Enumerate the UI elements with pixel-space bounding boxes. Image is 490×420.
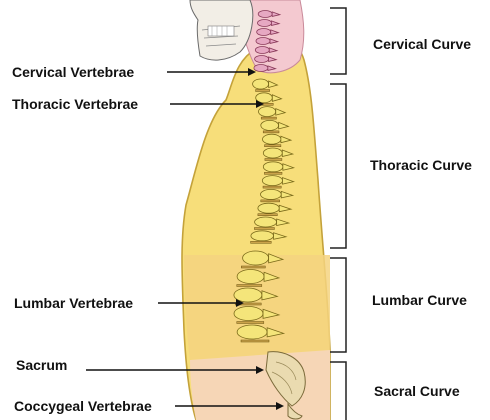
spinous-process — [281, 149, 295, 158]
arrow-coccygeal — [175, 402, 284, 410]
intervertebral-disc — [255, 89, 270, 92]
spinous-process — [263, 271, 281, 282]
spinous-process — [268, 80, 279, 89]
label-lumbar-curve: Lumbar Curve — [372, 292, 467, 308]
spinous-process — [273, 232, 288, 240]
spinous-process — [282, 163, 296, 171]
vertebra-body — [262, 133, 282, 145]
spinous-process — [282, 177, 296, 185]
intervertebral-disc — [250, 241, 272, 244]
spinous-process — [268, 47, 279, 53]
vertebra-body — [261, 175, 283, 187]
spinous-process — [280, 190, 295, 199]
bracket-lumbar — [330, 257, 347, 353]
intervertebral-disc — [236, 321, 265, 324]
vertebra-body — [260, 120, 280, 131]
vertebra-body — [254, 216, 278, 228]
vertebra-body — [262, 161, 284, 173]
intervertebral-disc — [262, 130, 280, 134]
skull-jaw — [189, 0, 254, 61]
sacrum-coccyx — [265, 351, 306, 420]
vertebra-body — [236, 324, 268, 340]
intervertebral-disc — [264, 172, 283, 175]
label-coccygeal-vertebrae: Coccygeal Vertebrae — [14, 398, 152, 414]
vertebra-body — [262, 147, 283, 159]
bracket-thoracic — [330, 83, 347, 249]
vertebra-body — [252, 78, 270, 90]
arrow-sacrum — [86, 366, 264, 374]
intervertebral-disc — [254, 227, 275, 230]
spinous-process — [280, 135, 293, 144]
vertebra-body — [236, 269, 265, 284]
label-arrows — [86, 68, 284, 410]
spinous-process — [262, 308, 281, 319]
arrow-thoracic — [170, 100, 264, 108]
vertebra-body — [256, 28, 272, 36]
label-sacrum: Sacrum — [16, 357, 67, 373]
bracket-cervical — [330, 7, 347, 75]
neck-region — [239, 0, 305, 74]
vertebra-body — [254, 46, 270, 54]
arrow-lumbar — [158, 299, 244, 307]
intervertebral-disc — [240, 339, 270, 343]
label-cervical-curve: Cervical Curve — [373, 36, 471, 52]
intervertebral-disc — [264, 158, 283, 161]
vertebra-body — [255, 37, 271, 45]
intervertebral-disc — [236, 284, 263, 287]
spinous-process — [276, 218, 291, 226]
spinous-process — [270, 29, 280, 35]
label-thoracic-curve: Thoracic Curve — [370, 157, 472, 173]
spinous-process — [278, 121, 290, 130]
spinous-process — [271, 20, 281, 26]
vertebra-body — [233, 287, 263, 303]
spinous-process — [275, 107, 287, 116]
vertebra-body — [242, 250, 270, 266]
spinous-process — [266, 327, 286, 338]
intervertebral-disc — [262, 185, 282, 189]
intervertebral-disc — [260, 116, 277, 120]
spinous-process — [278, 204, 293, 213]
vertebra-body — [257, 202, 280, 214]
vertebra-body — [257, 10, 273, 18]
spinous-process — [267, 65, 277, 71]
spinous-process — [268, 56, 278, 62]
curve-brackets — [330, 7, 347, 420]
vertebra-body — [257, 19, 272, 27]
label-lumbar-vertebrae: Lumbar Vertebrae — [14, 295, 133, 311]
vertebra-body — [260, 188, 282, 200]
spinous-process — [269, 38, 280, 44]
spinous-process — [261, 290, 279, 301]
vertebra-body — [250, 230, 274, 242]
spinous-process — [271, 11, 282, 17]
sacrum-bone — [265, 351, 306, 407]
vertebra-body — [233, 306, 264, 321]
vertebra-body — [253, 64, 269, 72]
label-thoracic-vertebrae: Thoracic Vertebrae — [12, 96, 138, 112]
vertebra-body — [258, 106, 277, 117]
intervertebral-disc — [264, 144, 282, 147]
intervertebral-disc — [241, 265, 266, 269]
arrow-cervical — [167, 68, 256, 76]
spinous-process — [271, 94, 283, 102]
intervertebral-disc — [234, 302, 262, 306]
spinous-process — [268, 253, 285, 264]
intervertebral-disc — [260, 199, 280, 203]
bracket-sacral — [330, 361, 347, 420]
coccyx-bone — [287, 402, 303, 420]
vertebral-column — [233, 10, 296, 343]
intervertebral-disc — [257, 213, 278, 216]
label-sacral-curve: Sacral Curve — [374, 383, 460, 399]
pelvis-region — [190, 350, 330, 420]
label-cervical-vertebrae: Cervical Vertebrae — [12, 64, 134, 80]
vertebra-body — [254, 55, 270, 63]
